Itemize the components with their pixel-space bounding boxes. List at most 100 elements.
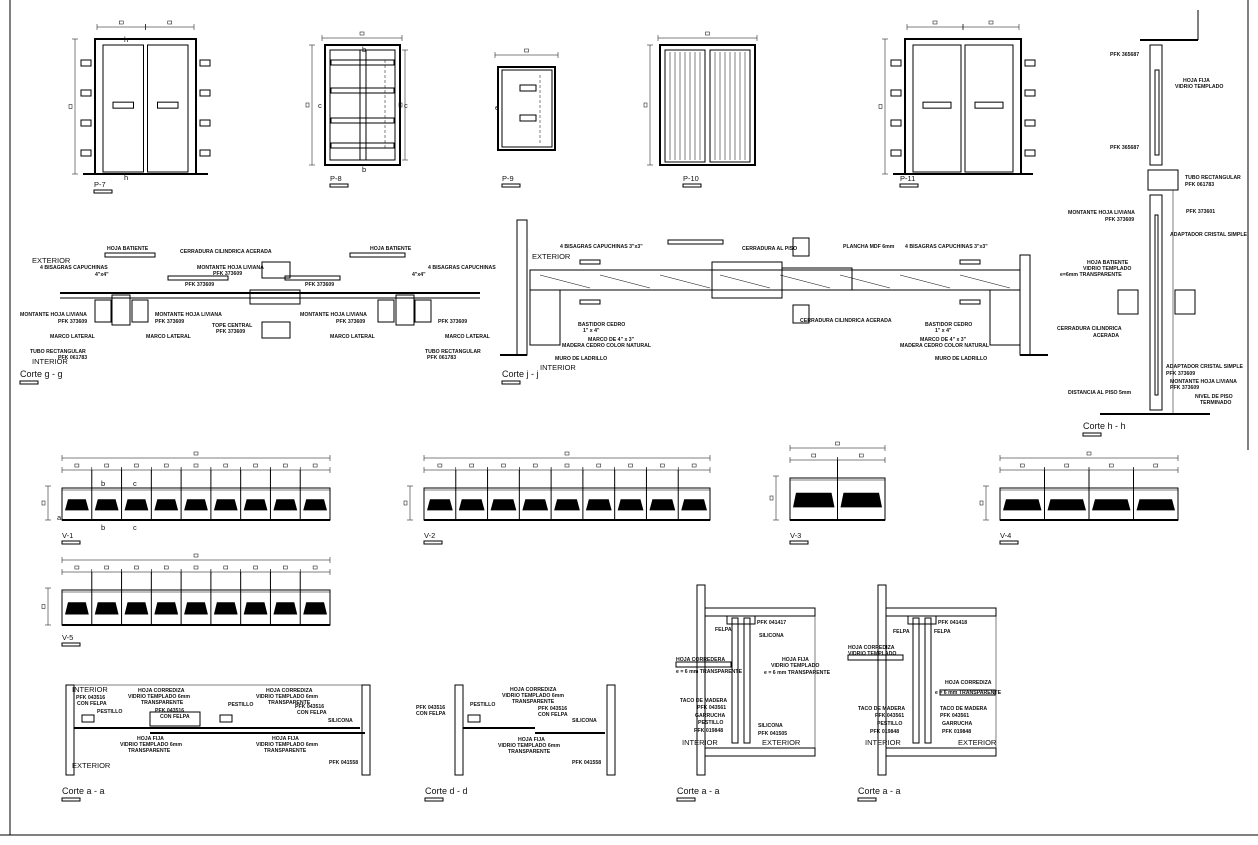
dimension-mark: f [497, 65, 500, 74]
label-corte_gg-pfk_373609: PFK 373609 [155, 319, 184, 325]
label-corte_aa1-transparente: TRANSPARENTE [264, 748, 307, 754]
label-corte_aa3-garrucha: GARRUCHA [942, 721, 973, 727]
label-corte_gg-hoja_batiente: HOJA BATIENTE [370, 246, 412, 252]
label-corte_gg-interior: INTERIOR [32, 357, 68, 366]
label-corte_jj-bisagras: 4 BISAGRAS CAPUCHINAS 3"x3" [560, 244, 643, 250]
label-corte_aa3-vidrio: VIDRIO TEMPLADO [848, 651, 896, 657]
elevation-title: P-10 [683, 174, 699, 183]
label-corte_gg-marco_lateral: MARCO LATERAL [146, 334, 192, 340]
label-corte_aa2-pfk_041505: PFK 041505 [758, 731, 787, 737]
label-corte_aa1-exterior: EXTERIOR [72, 761, 111, 770]
label-corte_aa1-vidrio: VIDRIO TEMPLADO 6mm [256, 742, 318, 748]
label-corte_dd-con_felpa: CON FELPA [416, 711, 446, 717]
label-corte_aa3-hoja_corrediza: HOJA CORREDIZA [945, 680, 992, 686]
label-corte_gg-montante: MONTANTE HOJA LIVIANA [20, 312, 87, 318]
label-corte_hh-pfk_365687: PFK 365687 [1110, 52, 1139, 58]
label-corte_gg-bisagras_size: 4"x4" [95, 272, 109, 278]
label-corte_hh-hoja_batiente: HOJA BATIENTE [1087, 260, 1129, 266]
label-corte_aa2-exterior: EXTERIOR [762, 738, 801, 747]
elevation-title: P-8 [330, 174, 342, 183]
label-corte_aa3-pfk_043561: PFK 043561 [875, 713, 904, 719]
label-corte_aa3-taco: TACO DE MADERA [858, 706, 905, 712]
label-corte_dd-hoja_fija: HOJA FIJA [518, 737, 545, 743]
label-corte_aa2-title: Corte a - a [677, 786, 720, 796]
label-corte_aa2-taco: TACO DE MADERA [680, 698, 727, 704]
dimension-mark: a [57, 513, 62, 522]
label-corte_aa1-pfk_043516: PFK 043516 [295, 704, 324, 710]
label-corte_jj-cerradura: CERRADURA CILINDRICA ACERADA [800, 318, 892, 324]
label-corte_gg-marco_lateral: MARCO LATERAL [330, 334, 376, 340]
label-corte_hh-montante: MONTANTE HOJA LIVIANA [1068, 210, 1135, 216]
label-corte_aa3-exterior: EXTERIOR [958, 738, 997, 747]
label-corte_hh-adaptador: ADAPTADOR CRISTAL SIMPLE [1166, 364, 1243, 370]
label-corte_aa1-con_felpa: CON FELPA [160, 714, 190, 720]
label-corte_aa3-pfk_019848: PFK 019848 [942, 729, 971, 735]
label-corte_aa1-hoja_fija: HOJA FIJA [137, 736, 164, 742]
label-corte_aa3-pfk_043561: PFK 043561 [940, 713, 969, 719]
label-corte_aa2-felpa: FELPA [715, 627, 732, 633]
label-corte_aa2-espesor: e = 6 mm TRANSPARENTE [676, 669, 743, 675]
label-corte_jj-bisagras: 4 BISAGRAS CAPUCHINAS 3"x3" [905, 244, 988, 250]
label-corte_dd-con_felpa: CON FELPA [538, 712, 568, 718]
label-corte_hh-nivel1: NIVEL DE PISO [1195, 394, 1233, 400]
label-corte_hh-pfk_373609: PFK 373609 [1166, 371, 1195, 377]
elevation-title: V-1 [62, 531, 73, 540]
label-corte_aa3-felpa: FELPA [934, 629, 951, 635]
label-corte_hh-vidrio: VIDRIO TEMPLADO [1083, 266, 1131, 272]
label-corte_aa2-interior: INTERIOR [682, 738, 718, 747]
label-corte_aa1-transparente: TRANSPARENTE [141, 700, 184, 706]
label-corte_aa1-interior: INTERIOR [72, 685, 108, 694]
dimension-mark: e [495, 103, 499, 112]
label-corte_aa1-title: Corte a - a [62, 786, 105, 796]
label-corte_aa2-pestillo: PESTILLO [698, 720, 723, 726]
label-corte_hh-pfk_373609: PFK 373609 [1105, 217, 1134, 223]
label-corte_hh-distancia: DISTANCIA AL PISO 5mm [1068, 390, 1132, 396]
label-corte_hh-vidrio: VIDRIO TEMPLADO [1175, 84, 1223, 90]
label-corte_dd-pfk_043516: PFK 043516 [538, 706, 567, 712]
label-corte_aa3-taco: TACO DE MADERA [940, 706, 987, 712]
label-corte_jj-title: Corte j - j [502, 369, 539, 379]
label-corte_jj-exterior: EXTERIOR [532, 252, 571, 261]
label-corte_dd-pestillo: PESTILLO [470, 702, 495, 708]
label-corte_gg-montante: MONTANTE HOJA LIVIANA [300, 312, 367, 318]
label-corte_aa2-silicona: SILICONA [758, 723, 783, 729]
label-corte_gg-montante: MONTANTE HOJA LIVIANA [155, 312, 222, 318]
label-corte_aa1-hoja_corrediza: HOJA CORREDIZA [138, 688, 185, 694]
label-corte_aa2-pfk_041417: PFK 041417 [757, 620, 786, 626]
label-corte_jj-plancha: PLANCHA MDF 6mm [843, 244, 895, 250]
dimension-mark: b [101, 523, 105, 532]
dimension-mark: b [362, 45, 366, 54]
label-corte_aa1-pestillo: PESTILLO [97, 709, 122, 715]
label-corte_jj-bastidor: BASTIDOR CEDRO [578, 322, 625, 328]
label-corte_aa1-transparente: TRANSPARENTE [268, 700, 311, 706]
label-corte_aa1-vidrio: VIDRIO TEMPLADO 6mm [128, 694, 190, 700]
dimension-mark: c [318, 101, 322, 110]
label-corte_dd-pfk_041558: PFK 041558 [572, 760, 601, 766]
label-corte_aa2-pfk_043561: PFK 043561 [697, 705, 726, 711]
label-corte_aa2-garrucha: GARRUCHA [695, 713, 726, 719]
label-corte_hh-pfk_373601: PFK 373601 [1186, 209, 1215, 215]
label-corte_gg-title: Corte g - g [20, 369, 63, 379]
label-corte_aa1-pfk_043516: PFK 043516 [155, 708, 184, 714]
label-corte_jj-madera: MADERA CEDRO COLOR NATURAL [562, 343, 652, 349]
label-corte_aa1-vidrio: VIDRIO TEMPLADO 6mm [256, 694, 318, 700]
label-corte_gg-bisagras_size: 4"x4" [412, 272, 426, 278]
label-corte_hh-hoja_fija: HOJA FIJA [1183, 78, 1210, 84]
label-corte_hh-montante: MONTANTE HOJA LIVIANA [1170, 379, 1237, 385]
elevation-title: P-11 [900, 174, 915, 183]
label-corte_aa1-pestillo: PESTILLO [228, 702, 253, 708]
label-corte_dd-transparente: TRANSPARENTE [512, 699, 555, 705]
label-corte_gg-tubo: TUBO RECTANGULAR [30, 349, 86, 355]
label-corte_aa3-pfk_041418: PFK 041418 [938, 620, 967, 626]
label-corte_hh-espesor: e=6mm TRANSPARENTE [1060, 272, 1122, 278]
label-corte_dd-silicona: SILICONA [572, 718, 597, 724]
label-corte_gg-pfk_373609: PFK 373609 [438, 319, 467, 325]
label-corte_jj-cerradura_piso: CERRADURA AL PISO [742, 246, 797, 252]
label-corte_aa1-pfk_041558: PFK 041558 [329, 760, 358, 766]
label-corte_aa3-title: Corte a - a [858, 786, 901, 796]
label-corte_hh-cerradura2: ACERADA [1093, 333, 1119, 339]
label-corte_dd-pfk_043516: PFK 043516 [416, 705, 445, 711]
label-corte_aa2-hoja_corredera: HOJA CORREDERA [676, 657, 725, 663]
label-corte_gg-bisagras: 4 BISAGRAS CAPUCHINAS [40, 265, 108, 271]
